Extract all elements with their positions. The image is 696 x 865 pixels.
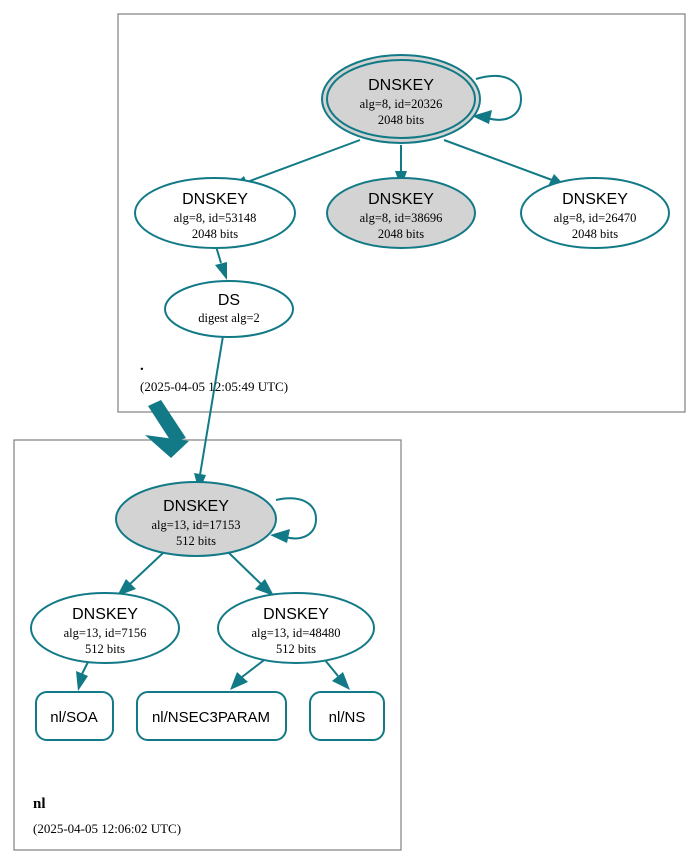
node-root-ksk[interactable]: DNSKEY alg=8, id=20326 2048 bits	[321, 54, 481, 144]
node-ds-nl[interactable]: DS digest alg=2	[164, 280, 294, 338]
node-root-zsk-53148[interactable]: DNSKEY alg=8, id=53148 2048 bits	[134, 177, 296, 249]
node-root-ksk-inner-ellipse	[326, 59, 476, 139]
rrset-nl-ns-label: nl/NS	[329, 709, 366, 726]
node-root-zsk-38696-size: 2048 bits	[378, 227, 424, 241]
node-nl-ksk-ellipse	[115, 481, 277, 557]
zone-timestamp-nl: (2025-04-05 12:06:02 UTC)	[33, 821, 181, 836]
node-nl-zsk-7156-ellipse	[30, 592, 180, 664]
node-root-zsk-53148-title: DNSKEY	[182, 191, 248, 208]
rrset-nl-soa[interactable]: nl/SOA	[35, 691, 114, 741]
node-root-ksk-params: alg=8, id=20326	[360, 97, 443, 111]
node-root-zsk-26470-ellipse	[520, 177, 670, 249]
node-nl-zsk-7156-size: 512 bits	[85, 642, 125, 656]
node-root-zsk-53148-ellipse	[134, 177, 296, 249]
node-nl-zsk-7156-params: alg=13, id=7156	[64, 626, 147, 640]
node-nl-zsk-48480[interactable]: DNSKEY alg=13, id=48480 512 bits	[217, 592, 375, 664]
rrset-nl-ns-box	[309, 691, 385, 741]
node-nl-ksk[interactable]: DNSKEY alg=13, id=17153 512 bits	[115, 481, 277, 557]
node-root-zsk-26470-size: 2048 bits	[572, 227, 618, 241]
edge-nl-ksk-to-zsk-48480	[228, 552, 274, 596]
node-ds-nl-params: digest alg=2	[198, 311, 260, 325]
node-root-ksk-size: 2048 bits	[378, 113, 424, 127]
node-root-ksk-title: DNSKEY	[368, 77, 434, 94]
rrset-nl-ns[interactable]: nl/NS	[309, 691, 385, 741]
edge-root-ksk-self-loop	[472, 74, 523, 124]
zone-label-root: .	[140, 358, 144, 374]
zone-timestamp-root: (2025-04-05 12:05:49 UTC)	[140, 379, 288, 394]
node-nl-zsk-48480-ellipse	[217, 592, 375, 664]
rrset-nl-soa-box	[35, 691, 114, 741]
node-nl-zsk-48480-params: alg=13, id=48480	[251, 626, 340, 640]
node-ds-nl-title: DS	[218, 292, 240, 309]
edge-nl-ksk-self-loop	[270, 497, 318, 543]
rrset-nl-nsec3param[interactable]: nl/NSEC3PARAM	[136, 691, 287, 741]
node-nl-zsk-48480-size: 512 bits	[276, 642, 316, 656]
node-root-zsk-38696-title: DNSKEY	[368, 191, 434, 208]
rrset-nl-nsec3param-box	[136, 691, 287, 741]
node-root-zsk-38696-params: alg=8, id=38696	[360, 211, 443, 225]
node-root-zsk-53148-size: 2048 bits	[192, 227, 238, 241]
node-root-zsk-26470[interactable]: DNSKEY alg=8, id=26470 2048 bits	[520, 177, 670, 249]
node-nl-ksk-title: DNSKEY	[163, 498, 229, 515]
zone-label-nl: nl	[33, 796, 46, 812]
node-ds-nl-ellipse	[164, 280, 294, 338]
node-nl-ksk-params: alg=13, id=17153	[151, 518, 240, 532]
node-nl-ksk-size: 512 bits	[176, 534, 216, 548]
node-root-zsk-26470-title: DNSKEY	[562, 191, 628, 208]
rrset-nl-nsec3param-label: nl/NSEC3PARAM	[152, 709, 270, 726]
node-nl-zsk-48480-title: DNSKEY	[263, 606, 329, 623]
edge-cluster-delegation-arrow	[145, 400, 189, 458]
rrset-nl-soa-label: nl/SOA	[50, 709, 98, 726]
node-nl-zsk-7156[interactable]: DNSKEY alg=13, id=7156 512 bits	[30, 592, 180, 664]
node-root-zsk-26470-params: alg=8, id=26470	[554, 211, 637, 225]
node-nl-zsk-7156-title: DNSKEY	[72, 606, 138, 623]
node-root-zsk-53148-params: alg=8, id=53148	[174, 211, 257, 225]
edge-nl-ksk-to-zsk-7156	[117, 552, 164, 596]
node-root-zsk-38696[interactable]: DNSKEY alg=8, id=38696 2048 bits	[326, 177, 476, 249]
node-root-zsk-38696-ellipse	[326, 177, 476, 249]
